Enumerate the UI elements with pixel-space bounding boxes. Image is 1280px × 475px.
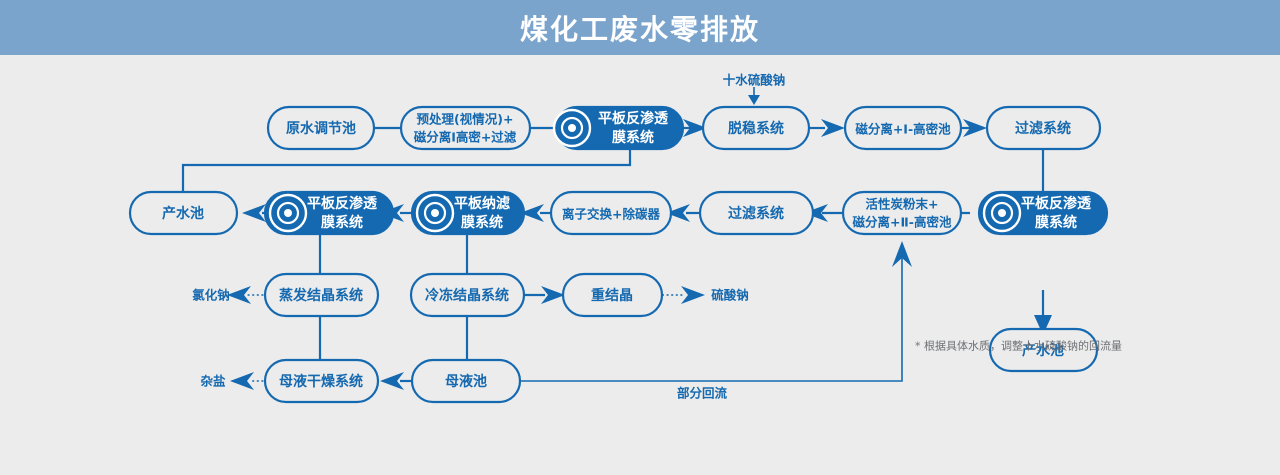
node-freeze-crystallization[interactable]: 冷冻结晶系统: [409, 272, 526, 318]
arrowhead: [748, 95, 760, 105]
node-label-line1: 平板反渗透: [307, 195, 378, 212]
node-mother-liquor-tank[interactable]: 母液池: [410, 358, 522, 404]
node-activated-carbon[interactable]: 活性炭粉末+ 磁分离+Ⅱ-高密池: [841, 190, 963, 236]
page-header: 煤化工废水零排放: [0, 0, 1280, 55]
node-label: 过滤系统: [728, 205, 784, 222]
node-ro-membrane-1[interactable]: 平板反渗透 膜系统: [552, 105, 685, 151]
label-mixed-salt: 杂盐: [200, 374, 226, 389]
arrowhead: [821, 119, 845, 137]
node-filtration-2[interactable]: 过滤系统: [698, 190, 815, 236]
node-label: 母液池: [445, 373, 487, 390]
node-label: 磁分离+Ⅰ-高密池: [854, 122, 951, 137]
arrowhead: [681, 286, 705, 304]
node-label-line2: 膜系统: [321, 214, 363, 231]
edge-ro1-to-product1: [181, 150, 632, 197]
arrowhead: [520, 204, 544, 222]
node-label-line1: 预处理(视情况)+: [417, 112, 514, 127]
node-label-line2: 磁分离+Ⅱ-高密池: [852, 215, 952, 230]
arrowhead: [666, 204, 690, 222]
label-sodium-sulfate-decahydrate: 十水硫酸钠: [723, 73, 786, 88]
label-sodium-chloride: 氯化钠: [192, 288, 230, 303]
node-raw-water-tank[interactable]: 原水调节池: [266, 105, 376, 151]
node-label: 产水池: [1022, 342, 1064, 359]
arrowhead: [541, 286, 565, 304]
label-partial-reflux: 部分回流: [677, 386, 728, 401]
node-filtration-1[interactable]: 过滤系统: [985, 105, 1102, 151]
node-nf-membrane[interactable]: 平板纳滤 膜系统: [410, 190, 526, 236]
arrowhead: [227, 286, 251, 304]
node-product-water-1[interactable]: 产水池: [128, 190, 239, 236]
node-evaporation-crystallization[interactable]: 蒸发结晶系统: [263, 272, 380, 318]
node-recrystallization[interactable]: 重结晶: [561, 272, 664, 318]
arrowhead: [242, 204, 266, 222]
node-label: 脱稳系统: [728, 120, 784, 137]
membrane-icon: [268, 193, 308, 233]
node-label: 冷冻结晶系统: [425, 287, 509, 304]
node-ion-exchange[interactable]: 离子交换+除碳器: [549, 190, 673, 236]
node-label-line1: 平板反渗透: [598, 110, 669, 127]
node-label-line1: 活性炭粉末+: [866, 197, 939, 212]
flowchart-canvas: 原水调节池 预处理(视情况)+ 磁分离Ⅰ高密+过滤 平板反渗透 膜系统: [0, 55, 1280, 475]
node-label: 过滤系统: [1015, 120, 1071, 137]
footnote-text: * 根据具体水质，调整十水硫酸钠的回流量: [915, 339, 1122, 353]
node-label: 重结晶: [591, 287, 633, 304]
membrane-icon: [415, 193, 455, 233]
node-label: 蒸发结晶系统: [279, 287, 363, 304]
node-label-line2: 膜系统: [461, 214, 503, 231]
node-product-water-2[interactable]: 产水池: [988, 327, 1099, 373]
node-label: 产水池: [162, 205, 204, 222]
node-label-line2: 磁分离Ⅰ高密+过滤: [413, 130, 517, 145]
node-pretreatment[interactable]: 预处理(视情况)+ 磁分离Ⅰ高密+过滤: [399, 105, 532, 151]
node-magnetic-separation-1[interactable]: 磁分离+Ⅰ-高密池: [843, 105, 963, 151]
arrowhead: [804, 204, 828, 222]
arrowhead: [380, 372, 404, 390]
edge-partial-reflux: [520, 250, 903, 382]
arrowhead: [963, 119, 987, 137]
node-ro-membrane-2[interactable]: 平板反渗透 膜系统: [263, 190, 395, 236]
node-label: 离子交换+除碳器: [562, 207, 660, 222]
node-destabilization[interactable]: 脱稳系统: [701, 105, 811, 151]
page-title: 煤化工废水零排放: [519, 12, 760, 46]
node-label: 原水调节池: [286, 120, 356, 137]
arrowhead: [683, 119, 707, 137]
arrowhead: [1034, 315, 1052, 335]
node-label-line2: 膜系统: [1035, 214, 1077, 231]
arrowhead: [230, 372, 254, 390]
node-label: 母液干燥系统: [279, 373, 363, 390]
arrowhead: [892, 241, 912, 267]
node-mother-liquor-dryer[interactable]: 母液干燥系统: [263, 358, 380, 404]
membrane-icon: [982, 193, 1022, 233]
node-ro-membrane-3[interactable]: 平板反渗透 膜系统: [977, 190, 1109, 236]
label-sodium-sulfate: 硫酸钠: [711, 288, 749, 303]
membrane-icon: [552, 108, 592, 148]
node-label-line1: 平板纳滤: [454, 195, 510, 212]
node-label-line1: 平板反渗透: [1021, 195, 1092, 212]
nodes-layer: 原水调节池 预处理(视情况)+ 磁分离Ⅰ高密+过滤 平板反渗透 膜系统: [128, 73, 1122, 404]
node-label-line2: 膜系统: [612, 129, 654, 146]
